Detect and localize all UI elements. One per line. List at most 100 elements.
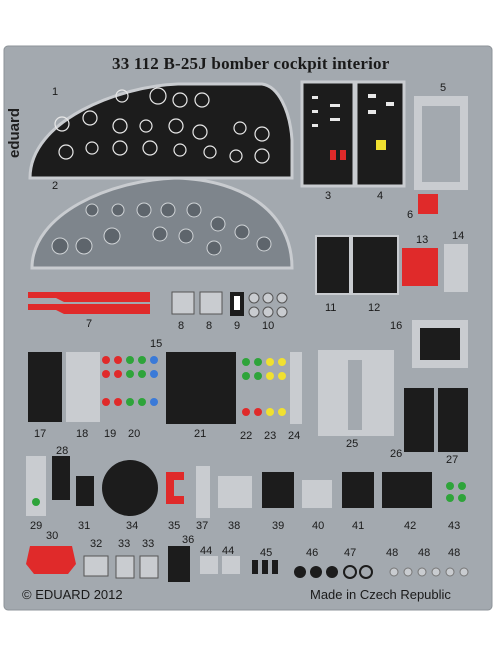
part-43-lights — [446, 482, 466, 502]
part-number: 20 — [128, 428, 141, 440]
part-number: 38 — [228, 520, 241, 532]
part-34 — [102, 460, 158, 516]
part-number: 15 — [150, 338, 163, 350]
brand-logo-text: eduard — [6, 107, 23, 158]
part-35 — [166, 472, 184, 504]
part-number: 16 — [390, 320, 403, 332]
sheet-header: 33 112 B-25J bomber cockpit interior — [112, 54, 390, 73]
part-44 — [200, 556, 240, 574]
part-number: 33 — [142, 538, 155, 550]
part-number: 5 — [440, 82, 447, 94]
part-number: 21 — [194, 428, 207, 440]
part-number: 9 — [234, 320, 241, 332]
part-9-inner — [234, 296, 240, 310]
part-number: 23 — [264, 430, 277, 442]
part-36 — [168, 546, 190, 582]
part-number: 27 — [446, 454, 459, 466]
part-7 — [28, 292, 150, 302]
part-number: 48 — [386, 547, 399, 559]
part-11 — [315, 235, 351, 295]
part-6 — [418, 194, 438, 214]
part-17 — [28, 352, 62, 422]
part-46 — [294, 566, 338, 578]
parts-19-20-lights — [102, 356, 158, 406]
part-33-b — [139, 555, 159, 579]
part-number: 8 — [178, 320, 185, 332]
part-1-gauges — [54, 87, 270, 164]
part-number: 45 — [260, 547, 273, 559]
part-4 — [354, 80, 406, 188]
part-number: 42 — [404, 520, 417, 532]
part-32 — [83, 555, 109, 577]
part-number: 14 — [452, 230, 465, 242]
part-number: 4 — [377, 190, 384, 202]
parts-22-23-lights — [242, 358, 286, 416]
part-14 — [444, 244, 468, 292]
part-number: 11 — [325, 302, 337, 314]
part-5 — [414, 96, 468, 190]
part-24 — [290, 352, 302, 424]
part-13 — [402, 248, 438, 286]
part-number: 3 — [325, 190, 332, 202]
part-4-switches — [368, 94, 394, 150]
part-number: 22 — [240, 430, 253, 442]
part-number: 6 — [407, 209, 414, 221]
part-number: 19 — [104, 428, 117, 440]
part-number: 44 — [200, 545, 213, 557]
part-40 — [302, 480, 332, 508]
part-21 — [166, 352, 236, 424]
part-number: 46 — [306, 547, 319, 559]
part-3-switches — [312, 96, 346, 160]
part-number: 39 — [272, 520, 285, 532]
part-2-lower-panel — [30, 176, 294, 270]
part-number: 43 — [448, 520, 461, 532]
part-number: 18 — [76, 428, 89, 440]
part-number: 30 — [46, 530, 59, 542]
part-number: 10 — [262, 320, 275, 332]
part-42 — [382, 472, 432, 508]
part-37 — [196, 466, 210, 518]
part-number: 31 — [78, 520, 91, 532]
part-number: 41 — [352, 520, 365, 532]
part-number: 48 — [418, 547, 431, 559]
part-39 — [262, 472, 294, 508]
part-16-inner — [420, 328, 460, 360]
part-number: 17 — [34, 428, 47, 440]
part-29 — [26, 456, 46, 516]
part-number: 44 — [222, 545, 235, 557]
part-number: 8 — [206, 320, 213, 332]
origin-text: Made in Czech Republic — [310, 587, 451, 602]
part-number: 34 — [126, 520, 139, 532]
part-8-a — [171, 291, 195, 315]
part-number: 37 — [196, 520, 209, 532]
part-2-gauges — [51, 202, 272, 256]
part-number: 47 — [344, 547, 357, 559]
part-1-instrument-panel — [28, 82, 294, 180]
part-25-slot — [348, 360, 362, 430]
copyright-text: © EDUARD 2012 — [22, 587, 123, 602]
part-47 — [343, 565, 373, 579]
part-number: 32 — [90, 538, 103, 550]
part-number: 12 — [368, 302, 381, 314]
part-10 — [248, 292, 288, 318]
part-number: 29 — [30, 520, 43, 532]
part-number: 28 — [56, 445, 69, 457]
part-number: 1 — [52, 86, 59, 98]
part-number: 33 — [118, 538, 131, 550]
part-7b — [28, 304, 150, 314]
part-number: 48 — [448, 547, 461, 559]
part-48 — [389, 567, 469, 577]
part-30 — [26, 546, 76, 574]
part-12 — [351, 235, 399, 295]
part-8-b — [199, 291, 223, 315]
part-number: 35 — [168, 520, 181, 532]
part-45 — [252, 560, 278, 574]
part-number: 36 — [182, 534, 195, 546]
part-27 — [438, 388, 468, 452]
part-number: 24 — [288, 430, 301, 442]
part-number: 2 — [52, 180, 59, 192]
part-number: 25 — [346, 438, 359, 450]
part-26 — [404, 388, 434, 452]
part-number: 26 — [390, 448, 403, 460]
